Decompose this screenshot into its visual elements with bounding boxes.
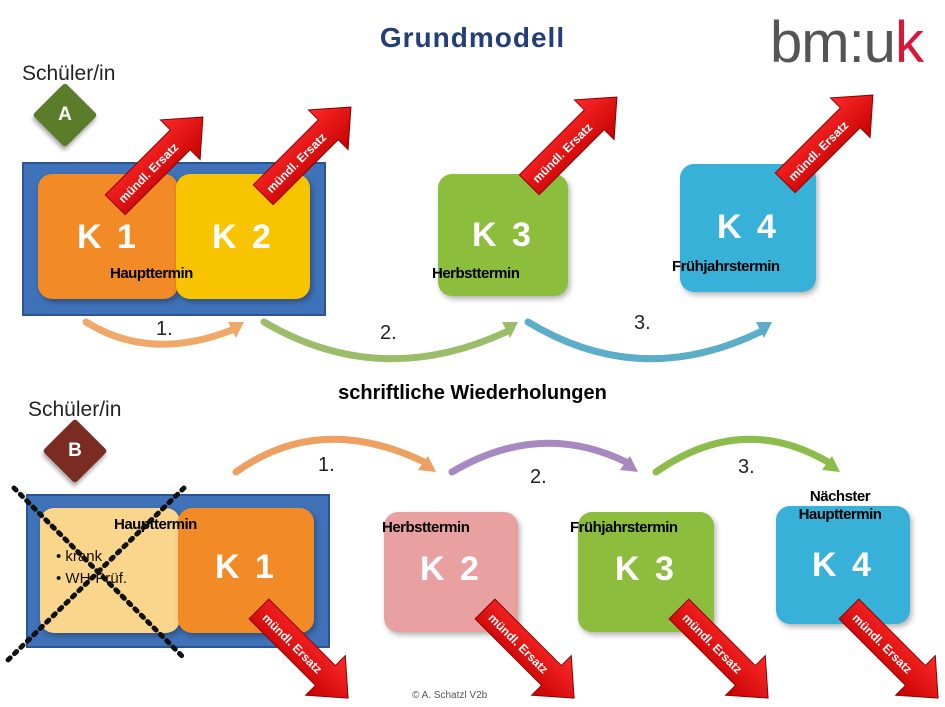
card-a-k3-label: K 3	[472, 216, 534, 254]
term-b-haupttermin: Haupttermin	[114, 516, 197, 533]
term-a-fruehjahrstermin: Frühjahrstermin	[672, 258, 780, 275]
student-label-b: Schüler/in	[28, 398, 122, 421]
card-b-k2: K 2	[384, 512, 518, 632]
ersatz-arrow-a-4: mündl. Ersatz	[774, 94, 874, 194]
step-b-3: 3.	[738, 456, 755, 478]
card-b-k2-label: K 2	[420, 550, 482, 588]
step-arrow-b-2-head	[620, 456, 638, 472]
badge-a-label: A	[58, 104, 72, 125]
term-a-herbsttermin: Herbsttermin	[432, 265, 520, 282]
ersatz-label-a-4: mündl. Ersatz	[786, 118, 852, 184]
bmuk-logo: bm:uk	[770, 10, 924, 75]
term-a-haupttermin: Haupttermin	[110, 265, 193, 282]
page-title: Grundmodell	[379, 22, 566, 53]
term-b-herbsttermin: Herbsttermin	[382, 519, 470, 536]
ersatz-arrow-b-3: mündl. Ersatz	[668, 598, 769, 699]
step-arrow-a-1	[82, 318, 236, 348]
step-arrow-b-3	[652, 435, 832, 476]
step-arrow-a-2-head	[502, 322, 518, 338]
step-a-1: 1.	[156, 318, 173, 340]
step-arrow-b-3-head	[822, 456, 840, 472]
ersatz-arrow-a-3: mündl. Ersatz	[518, 96, 618, 196]
card-b-k1: K 1	[178, 508, 314, 633]
card-b-k4: K 4	[776, 506, 910, 624]
footer-credit: © A. Schatzl V2b	[412, 690, 488, 701]
ersatz-arrow-b-1: mündl. Ersatz	[248, 598, 349, 699]
term-b-naechster-haupttermin: Nächster Haupttermin	[798, 488, 882, 523]
step-a-2: 2.	[380, 322, 397, 344]
step-arrow-b-2	[448, 439, 630, 476]
card-b-k4-label: K 4	[812, 546, 874, 584]
ersatz-label-a-2: mündl. Ersatz	[264, 130, 330, 196]
ersatz-label-b-3: mündl. Ersatz	[679, 611, 745, 677]
ersatz-label-b-2: mündl. Ersatz	[485, 611, 551, 677]
ersatz-arrow-a-2: mündl. Ersatz	[252, 106, 352, 206]
card-a-k4-label: K 4	[717, 208, 779, 246]
step-a-3: 3.	[634, 312, 651, 334]
section-heading: schriftliche Wiederholungen	[338, 382, 607, 404]
student-label-a: Schüler/in	[22, 62, 116, 85]
card-a-k2: K 2	[176, 174, 310, 299]
ersatz-arrow-b-4: mündl. Ersatz	[838, 598, 939, 699]
step-arrow-a-2	[260, 318, 510, 363]
ersatz-arrow-b-2: mündl. Ersatz	[474, 598, 575, 699]
card-a-k1-label: K 1	[77, 218, 139, 256]
step-b-1: 1.	[318, 454, 335, 476]
ersatz-label-b-1: mündl. Ersatz	[259, 611, 325, 677]
step-arrow-b-1	[232, 435, 428, 476]
card-a-k2-label: K 2	[212, 218, 274, 256]
term-b-fruehjahrstermin: Frühjahrstermin	[570, 519, 678, 536]
step-arrow-a-3	[524, 318, 764, 363]
step-b-2: 2.	[530, 466, 547, 488]
ersatz-label-b-4: mündl. Ersatz	[849, 611, 915, 677]
card-a-k3: K 3	[438, 174, 568, 296]
crossed-card-b: • krank • WH-Prüf.	[40, 508, 180, 633]
step-arrow-b-1-head	[418, 456, 436, 472]
cross-line-2	[5, 485, 187, 663]
ersatz-arrow-a-1: mündl. Ersatz	[104, 116, 204, 216]
card-b-k3-label: K 3	[615, 550, 677, 588]
ersatz-label-a-3: mündl. Ersatz	[530, 120, 596, 186]
badge-b-label: B	[68, 440, 82, 461]
ersatz-label-a-1: mündl. Ersatz	[116, 140, 182, 206]
step-arrow-a-1-head	[228, 322, 244, 338]
card-b-k1-label: K 1	[215, 548, 277, 586]
step-arrow-a-3-head	[756, 322, 772, 338]
